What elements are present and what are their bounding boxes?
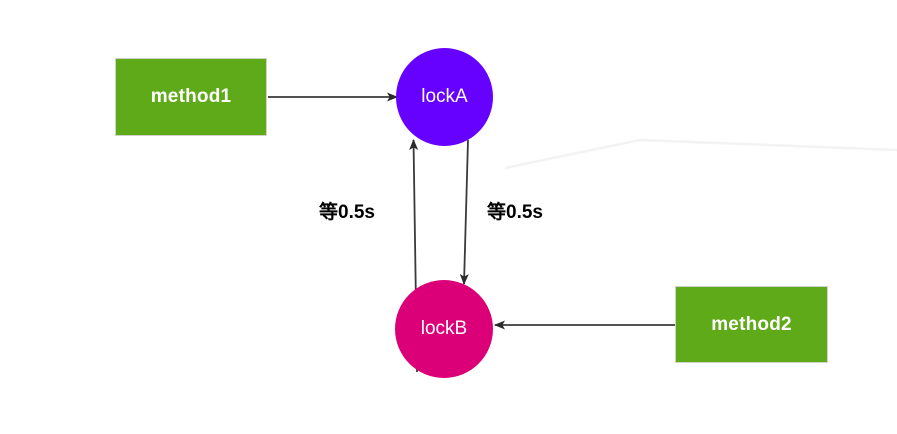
background-artifact-line (504, 138, 897, 170)
node-method1[interactable]: method1 (115, 58, 267, 136)
node-method2[interactable]: method2 (675, 286, 828, 363)
edge-label-wait-left: 等0.5s (319, 202, 375, 223)
node-lockB[interactable]: lockB (395, 280, 493, 378)
edge-lockA-to-lockB (459, 139, 469, 285)
node-method2-label: method2 (711, 313, 792, 335)
edge-label-wait-right: 等0.5s (487, 202, 543, 223)
node-lockA[interactable]: lockA (396, 48, 493, 146)
node-lockA-label: lockA (421, 86, 468, 107)
node-method1-label: method1 (150, 86, 232, 107)
node-lockB-label: lockB (420, 318, 468, 339)
